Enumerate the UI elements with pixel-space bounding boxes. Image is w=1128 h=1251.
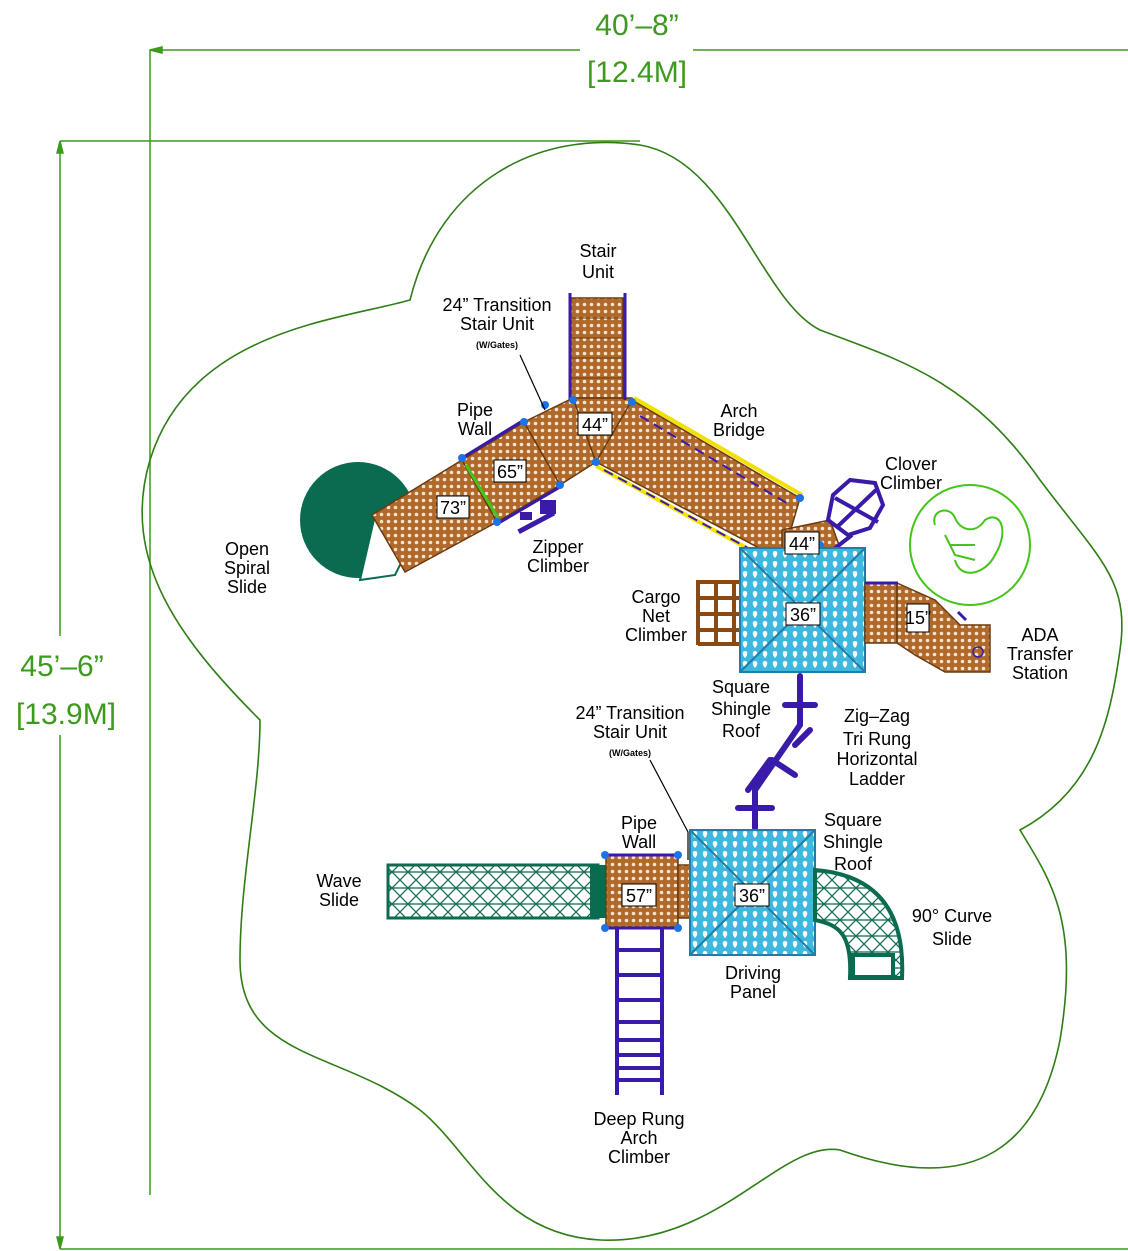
- ada-symbol-icon: [909, 484, 1031, 606]
- label-transition-gates-bottom: (W/Gates): [609, 748, 651, 758]
- height-36-bottom: 36”: [739, 886, 765, 906]
- height-metric-label: [13.9M]: [16, 698, 116, 731]
- height-imperial-label: 45’–6”: [20, 650, 103, 683]
- deck-height-tags: 73” 65” 44” 44” 36” 15” 57” 36”: [436, 412, 931, 907]
- site-boundary: [141, 141, 1123, 1241]
- wave-slide: [386, 863, 608, 920]
- stair-unit: [570, 297, 624, 399]
- height-dimension: [56, 140, 1128, 1250]
- height-73: 73”: [440, 498, 466, 518]
- label-transition-gates-top: (W/Gates): [476, 340, 518, 350]
- width-metric-label: [12.4M]: [587, 56, 687, 89]
- leader-transition-bottom: [649, 759, 689, 860]
- zigzag-horizontal-ladder: [735, 673, 818, 831]
- height-36-top: 36”: [790, 605, 816, 625]
- height-57: 57”: [626, 886, 652, 906]
- width-dimension: [149, 46, 1128, 1195]
- height-15: 15”: [905, 608, 931, 628]
- leader-transition-top: [519, 354, 546, 411]
- arch-bridge: [594, 398, 801, 562]
- width-imperial-label: 40’–8”: [595, 9, 678, 42]
- height-65: 65”: [497, 462, 523, 482]
- height-44-right: 44”: [789, 534, 815, 554]
- height-44-top: 44”: [582, 415, 608, 435]
- curve-slide: [813, 867, 905, 980]
- zipper-climber: [517, 500, 556, 535]
- cargo-net-climber: [696, 580, 740, 646]
- deep-rung-arch-climber: [615, 928, 664, 1095]
